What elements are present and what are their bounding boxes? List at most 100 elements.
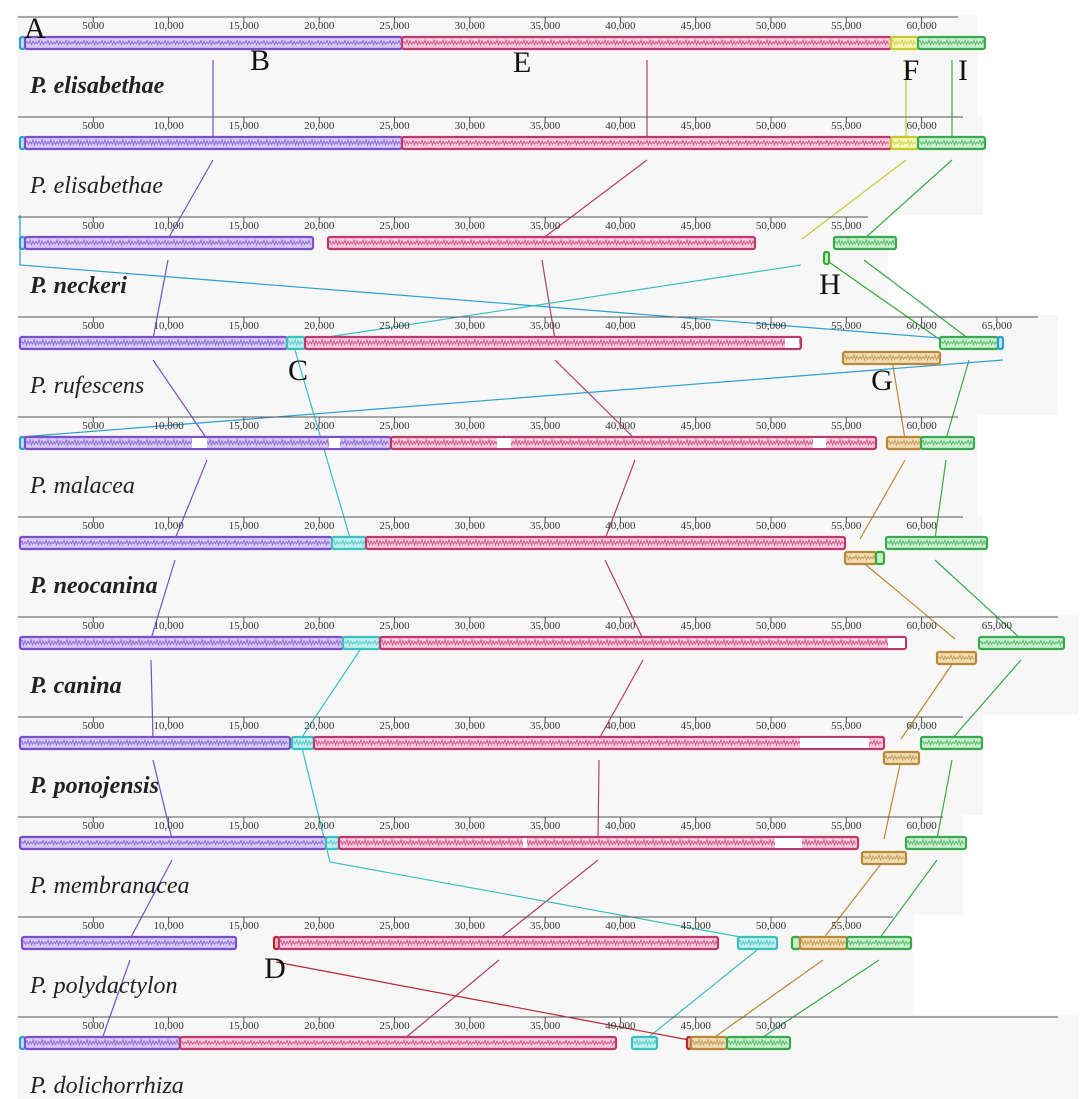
connector-I [934,559,1022,640]
tick-label: 35,000 [530,320,561,332]
tick-label: 30,000 [455,720,486,732]
similarity-profile [401,38,889,47]
tick-label: 65,000 [982,620,1013,632]
block-gap [785,338,799,348]
block-B [18,535,334,551]
block-E [400,135,893,151]
block-C [330,535,368,551]
block-C [285,335,307,351]
similarity-profile [833,238,895,247]
block-F [889,135,920,151]
tick-label: 15,000 [229,520,260,532]
connector-I [878,859,938,940]
block-C [290,735,316,751]
similarity-profile [885,538,986,547]
tick-label: 55,000 [831,820,862,832]
connector-B [150,659,154,740]
tick-label: 5000 [82,320,105,332]
tick-label: 40,000 [605,1020,636,1032]
tick-label: 45,000 [681,920,712,932]
block-frame [20,935,238,951]
tick-label: 35,000 [530,720,561,732]
block-C [341,635,382,651]
tick-label: 55,000 [831,620,862,632]
connector-G [891,359,906,440]
similarity-profile [327,238,755,247]
block-B [18,735,292,751]
marker-A: A [24,12,46,45]
similarity-profile [401,139,889,147]
tick-label: 40,000 [605,820,636,832]
block-frame [324,835,341,851]
genome-tracks: 5000 10,000 15,000 20,000 25,000 30,000 35,000… [18,16,1066,1051]
tick-label: 15,000 [229,720,260,732]
track-background [18,415,978,515]
species-label: P. rufescens [29,373,144,399]
tick-label: 5000 [82,820,105,832]
tick-label: 15,000 [229,620,260,632]
block-B [23,235,315,251]
tick-label: 20,000 [304,920,335,932]
tick-label: 20,000 [304,220,335,232]
block-I [884,535,989,551]
connector-G [859,459,906,540]
tick-label: 10,000 [153,220,184,232]
tick-label: 45,000 [681,520,712,532]
similarity-profile [338,838,856,847]
block-I [916,35,987,51]
tick-label: 10,000 [153,20,184,32]
block-B [23,1035,182,1051]
similarity-profile [726,1038,788,1047]
block-C [324,835,341,851]
track-background [18,615,1078,715]
tick-label: 60,000 [906,420,937,432]
tick-label: 45,000 [681,120,712,132]
block-gap [888,638,905,648]
connector-F [801,159,907,240]
block-gap [813,438,826,448]
tick-label: 35,000 [530,120,561,132]
species-label: P. malacea [29,473,135,499]
block-E [364,535,847,551]
species-label: P. neckeri [29,273,127,299]
tick-label: 50,000 [756,720,787,732]
connector-B [129,859,173,940]
similarity-profile [379,638,906,647]
similarity-profile [331,539,366,547]
similarity-profile [883,753,918,762]
similarity-profile [890,139,916,147]
connector-B [174,459,208,540]
tick-label: 20,000 [304,520,335,532]
track-background [18,15,978,115]
block-G [860,850,908,866]
block-H [790,935,802,951]
connector-G [711,959,824,1040]
species-label: P. ponojensis [29,773,159,799]
similarity-profile [799,938,846,947]
block-E [178,1035,618,1051]
block-G [885,435,923,451]
connector-B [152,259,169,340]
tick-label: 25,000 [379,420,410,432]
similarity-profile [978,639,1064,647]
block-frame [996,335,1005,351]
tick-label: 45,000 [681,820,712,832]
connector-E [498,859,599,940]
tick-label: 30,000 [455,920,486,932]
connector-E [598,659,644,740]
tick-label: 40,000 [605,120,636,132]
block-I [938,335,1000,351]
block-I [977,635,1066,651]
block-I [919,435,976,451]
block-E [378,635,908,651]
tick-label: 40,000 [605,320,636,332]
block-E [326,235,757,251]
tick-label: 45,000 [681,320,712,332]
tick-label: 30,000 [455,620,486,632]
tick-label: 5000 [82,20,105,32]
